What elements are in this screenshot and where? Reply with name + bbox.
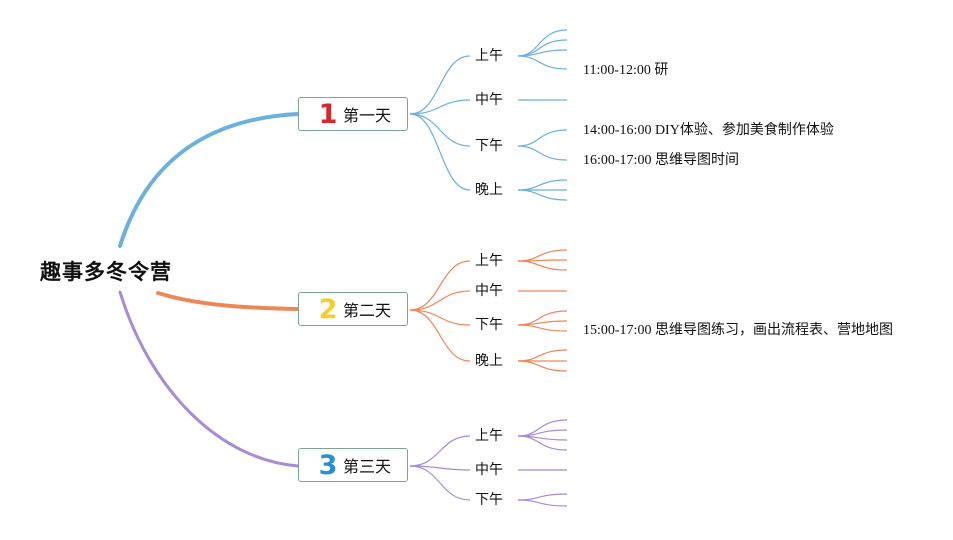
day2-period-afternoon[interactable]: 下午 [475, 317, 503, 333]
day2-period-morning[interactable]: 上午 [475, 253, 503, 269]
leaf-day3-period1-4 [517, 435, 568, 451]
day1-period-evening[interactable]: 晚上 [475, 182, 503, 198]
connector-day2-period2 [409, 290, 471, 311]
day2-period-evening[interactable]: 晚上 [475, 353, 503, 369]
leaf-day1-period3-1 [517, 129, 568, 147]
day1-label: 第一天 [343, 106, 392, 125]
connector-day2-period3 [409, 309, 471, 326]
leaf-day2-period4-3 [517, 360, 568, 372]
number-2-icon: 2 [318, 293, 338, 325]
note-day1-morning[interactable]: 11:00-12:00 研 [583, 63, 669, 78]
note-day1-afternoon-2[interactable]: 16:00-17:00 思维导图时间 [583, 153, 739, 168]
connector-day3-period3 [409, 465, 471, 501]
day1-topic[interactable]: 1 第一天 [298, 97, 408, 131]
leaf-day1-period3-2 [517, 145, 568, 161]
sub-branches [409, 29, 568, 507]
day3-topic[interactable]: 3 第三天 [298, 448, 408, 482]
leaf-day2-period4-1 [517, 349, 568, 362]
leaf-day1-period1-3 [517, 49, 568, 57]
leaf-day1-period4-1 [517, 179, 568, 191]
leaf-day2-period3-2 [517, 320, 568, 326]
day3-label: 第三天 [343, 457, 392, 476]
connector-day3-period1 [409, 435, 471, 467]
connector-day1-period3 [409, 113, 471, 147]
leaf-day1-period1-4 [517, 55, 568, 70]
connector-day2-period4 [409, 309, 471, 362]
leaf-day3-period3-1 [517, 493, 568, 501]
day1-period-noon[interactable]: 中午 [475, 92, 503, 108]
note-day2-afternoon[interactable]: 15:00-17:00 思维导图练习，画出流程表、营地地图 [583, 323, 893, 338]
leaf-day3-period3-2 [517, 499, 568, 507]
leaf-day1-period1-2 [517, 39, 568, 57]
day2-topic[interactable]: 2 第二天 [298, 292, 408, 326]
day3-period-afternoon[interactable]: 下午 [475, 492, 503, 508]
leaf-day2-period1-3 [517, 260, 568, 271]
connector-day2-period1 [409, 260, 471, 311]
branch-day3 [118, 290, 300, 468]
connector-day1-period1 [409, 55, 471, 115]
note-day1-afternoon-1[interactable]: 14:00-16:00 DIY体验、参加美食制作体验 [583, 123, 834, 138]
day2-label: 第二天 [343, 301, 392, 320]
connector-day1-period4 [409, 113, 471, 191]
connector-day1-period2 [409, 99, 471, 115]
branch-day2 [156, 291, 300, 311]
leaf-day2-period1-1 [517, 249, 568, 262]
branch-day1 [118, 112, 300, 248]
root-topic[interactable]: 趣事多冬令营 [40, 260, 172, 284]
day1-period-afternoon[interactable]: 下午 [475, 138, 503, 154]
leaf-day3-period1-1 [517, 419, 568, 437]
day1-period-morning[interactable]: 上午 [475, 48, 503, 64]
leaf-day2-period3-3 [517, 324, 568, 332]
number-1-icon: 1 [318, 98, 338, 130]
day3-period-noon[interactable]: 中午 [475, 462, 503, 478]
day2-period-noon[interactable]: 中午 [475, 283, 503, 299]
day3-period-morning[interactable]: 上午 [475, 428, 503, 444]
leaf-day1-period4-3 [517, 189, 568, 201]
number-3-icon: 3 [318, 449, 338, 481]
leaf-day3-period1-2 [517, 429, 568, 437]
